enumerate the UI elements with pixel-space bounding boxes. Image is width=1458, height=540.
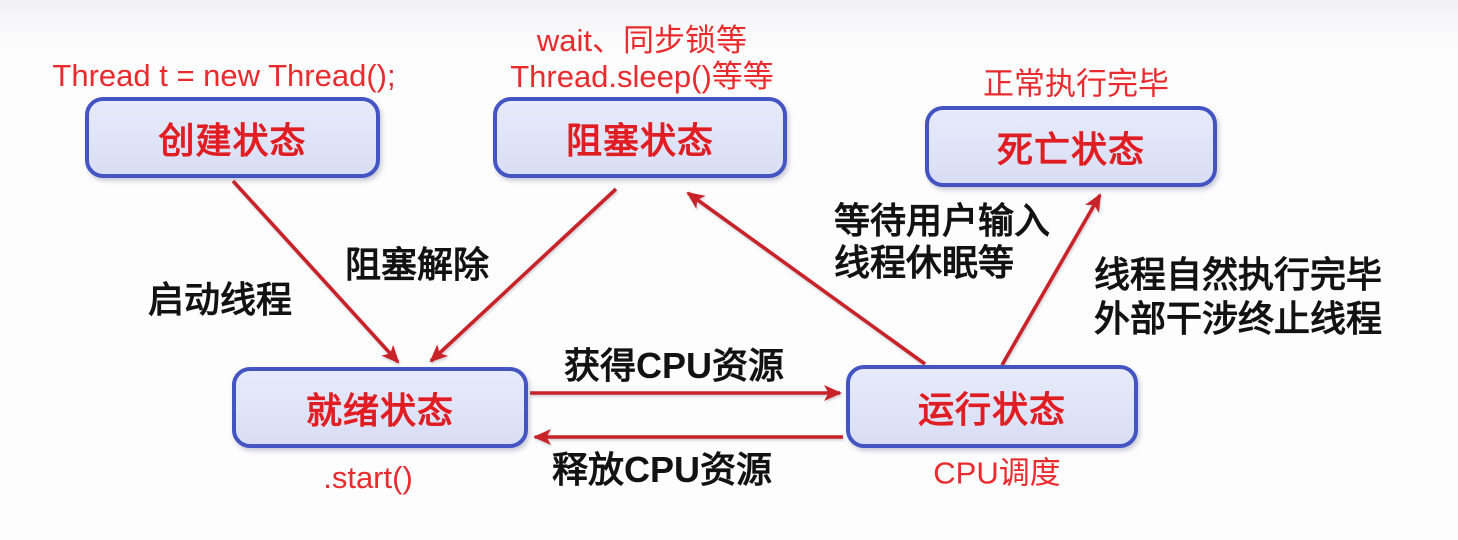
arrow-running-to-blocked xyxy=(686,191,927,366)
state-label-new: 创建状态 xyxy=(158,119,307,161)
state-label-running: 运行状态 xyxy=(917,388,1066,430)
transition-label-to-dead: 线程自然执行完毕 外部干涉终止线程 xyxy=(1094,253,1382,341)
arrow-running-to-dead xyxy=(1000,193,1102,366)
annotation-ready: .start() xyxy=(323,460,413,495)
transition-label-to-dead-line1: 线程自然执行完毕 xyxy=(1094,254,1383,295)
annotation-new: Thread t = new Thread(); xyxy=(52,58,396,93)
transition-label-to-blocked-line2: 线程休眠等 xyxy=(834,242,1015,283)
annotation-running: CPU调度 xyxy=(933,455,1061,491)
transition-label-acquire-cpu: 获得CPU资源 xyxy=(563,345,785,386)
transition-label-unblock: 阻塞解除 xyxy=(344,244,490,285)
arrow-new-to-ready xyxy=(231,179,400,364)
state-box-running: 运行状态 xyxy=(846,365,1138,448)
annotation-blocked-line1: wait、同步锁等 xyxy=(536,23,748,58)
transition-label-to-dead-line2: 外部干涉终止线程 xyxy=(1094,298,1383,339)
state-box-new: 创建状态 xyxy=(85,97,380,178)
state-box-ready: 就绪状态 xyxy=(232,367,528,448)
state-box-dead: 死亡状态 xyxy=(925,106,1217,187)
arrow-blocked-to-ready xyxy=(429,187,618,363)
state-label-dead: 死亡状态 xyxy=(996,128,1145,170)
state-label-ready: 就绪状态 xyxy=(305,389,454,431)
state-box-blocked: 阻塞状态 xyxy=(493,97,787,178)
transition-label-to-blocked: 等待用户输入 线程休眠等 xyxy=(834,200,1050,284)
annotation-blocked-line2: Thread.sleep()等等 xyxy=(510,59,774,94)
state-label-blocked: 阻塞状态 xyxy=(565,119,714,161)
transition-label-to-blocked-line1: 等待用户输入 xyxy=(834,200,1051,241)
transition-label-start-thread: 启动线程 xyxy=(147,279,293,320)
transition-label-release-cpu: 释放CPU资源 xyxy=(551,449,773,490)
annotation-dead: 正常执行完毕 xyxy=(983,66,1169,102)
annotation-blocked: wait、同步锁等 Thread.sleep()等等 xyxy=(510,23,774,95)
